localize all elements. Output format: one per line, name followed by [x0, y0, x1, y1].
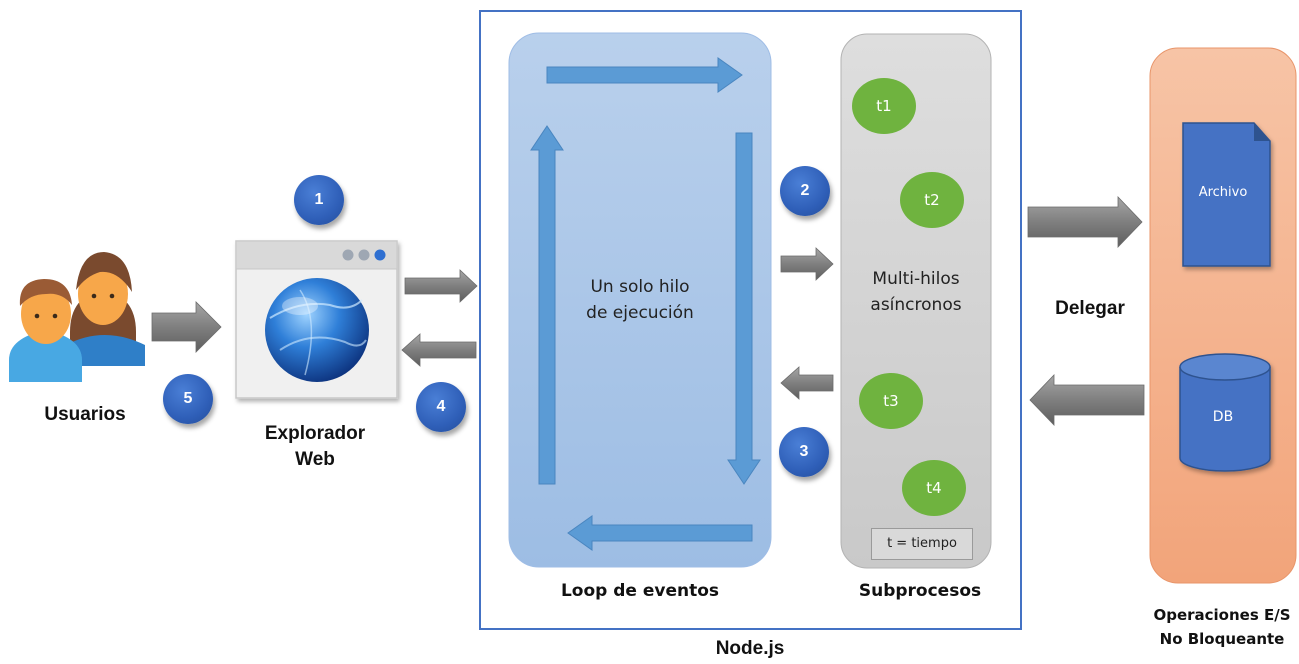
- arrow-subprocess-to-loop: [780, 366, 834, 400]
- browser-globe-icon: [235, 240, 398, 399]
- step-badge-3: 3: [779, 427, 829, 477]
- file-label: Archivo: [1198, 185, 1248, 200]
- loop-arrow-top: [546, 57, 743, 93]
- io-label-line1: Operaciones E/S: [1153, 606, 1291, 624]
- subprocesses-inner-text: Multi-hilos asíncronos: [846, 266, 986, 318]
- subprocesses-label: Subprocesos: [858, 581, 982, 601]
- arrow-loop-to-subprocess: [780, 247, 834, 281]
- subprocesses-box: [840, 33, 992, 569]
- subprocesses-inner-line1: Multi-hilos: [872, 269, 960, 289]
- thread-t4: t4: [902, 460, 966, 516]
- step-badge-1: 1: [294, 175, 344, 225]
- io-label: Operaciones E/S No Bloqueante: [1145, 603, 1299, 651]
- thread-t1: t1: [852, 78, 916, 134]
- file-icon: [1182, 122, 1271, 267]
- browser-label-line2: Web: [295, 449, 335, 470]
- arrow-io-return: [1029, 374, 1145, 426]
- thread-t2: t2: [900, 172, 964, 228]
- flow-arrows: [151, 196, 1145, 426]
- users-label: Usuarios: [44, 404, 126, 425]
- event-loop-box: [508, 32, 772, 568]
- arrow-delegate: [1027, 196, 1143, 248]
- subprocesses-inner-line2: asíncronos: [870, 295, 962, 315]
- loop-arrow-bottom: [567, 515, 753, 551]
- loop-arrows: [530, 57, 761, 551]
- time-legend: t = tiempo: [871, 528, 973, 560]
- users-icon: [9, 252, 145, 382]
- loop-arrow-left: [530, 125, 564, 485]
- event-loop-inner-text: Un solo hilo de ejecución: [560, 274, 720, 326]
- io-label-line2: No Bloqueante: [1159, 630, 1285, 648]
- event-loop-inner-line2: de ejecución: [586, 303, 694, 323]
- db-label: DB: [1212, 409, 1234, 425]
- step-badge-4: 4: [416, 382, 466, 432]
- event-loop-inner-line1: Un solo hilo: [590, 277, 690, 297]
- event-loop-label: Loop de eventos: [560, 581, 720, 601]
- database-icon: [1179, 353, 1271, 472]
- step-badge-2: 2: [780, 166, 830, 216]
- arrow-browser-to-node: [404, 269, 478, 303]
- browser-label-line1: Explorador: [264, 423, 366, 444]
- arrow-node-to-browser: [401, 333, 477, 367]
- loop-arrow-right: [727, 132, 761, 485]
- thread-t3: t3: [859, 373, 923, 429]
- browser-label: Explorador Web: [240, 421, 390, 473]
- delegate-label: Delegar: [1055, 298, 1125, 319]
- arrow-users-to-browser: [151, 301, 222, 353]
- nodejs-label: Node.js: [715, 638, 785, 659]
- nodejs-frame: [479, 10, 1022, 630]
- step-badge-5: 5: [163, 374, 213, 424]
